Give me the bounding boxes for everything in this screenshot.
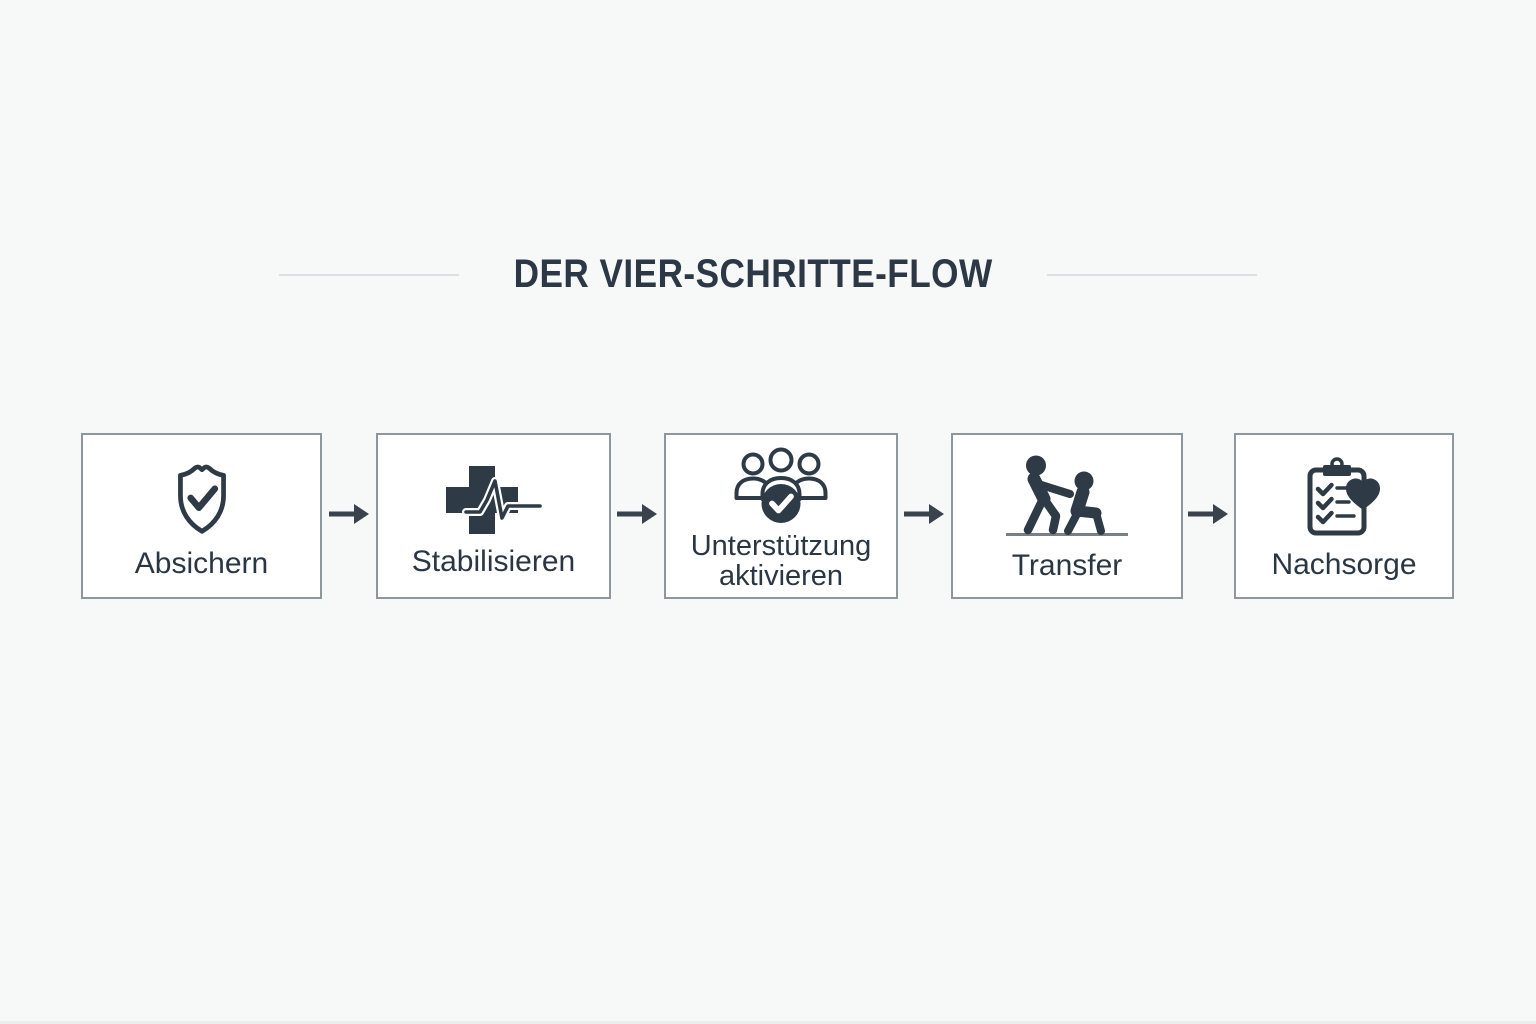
step-label: Absichern	[134, 547, 269, 581]
step-label: Stabilisieren	[411, 545, 576, 579]
arrow-icon	[1188, 504, 1228, 524]
people-group-check-icon	[729, 441, 833, 525]
step-box-nachsorge: Nachsorge	[1234, 433, 1454, 599]
step-box-unterstuetzung: Unterstützung aktivieren	[664, 433, 898, 599]
step-box-transfer: Transfer	[951, 433, 1183, 599]
person-assist-icon	[1003, 450, 1131, 542]
clipboard-checklist-heart-icon	[1300, 451, 1388, 541]
step-label: Unterstützung aktivieren	[690, 529, 872, 592]
step-label: Nachsorge	[1271, 548, 1417, 582]
step-box-absichern: Absichern	[81, 433, 322, 599]
arrow-icon	[617, 504, 657, 524]
shield-check-icon	[163, 452, 241, 540]
step-label: Transfer	[1011, 549, 1123, 583]
title-divider-left	[278, 273, 459, 276]
page-title: DER VIER-SCHRITTE-FLOW	[513, 252, 993, 296]
step-box-stabilisieren: Stabilisieren	[376, 433, 611, 599]
title-divider-right	[1047, 273, 1258, 276]
arrow-icon	[329, 504, 369, 524]
arrow-icon	[904, 504, 944, 524]
medical-cross-pulse-icon	[445, 454, 542, 538]
title-row: DER VIER-SCHRITTE-FLOW	[0, 252, 1536, 297]
bottom-edge-line	[0, 1021, 1536, 1024]
